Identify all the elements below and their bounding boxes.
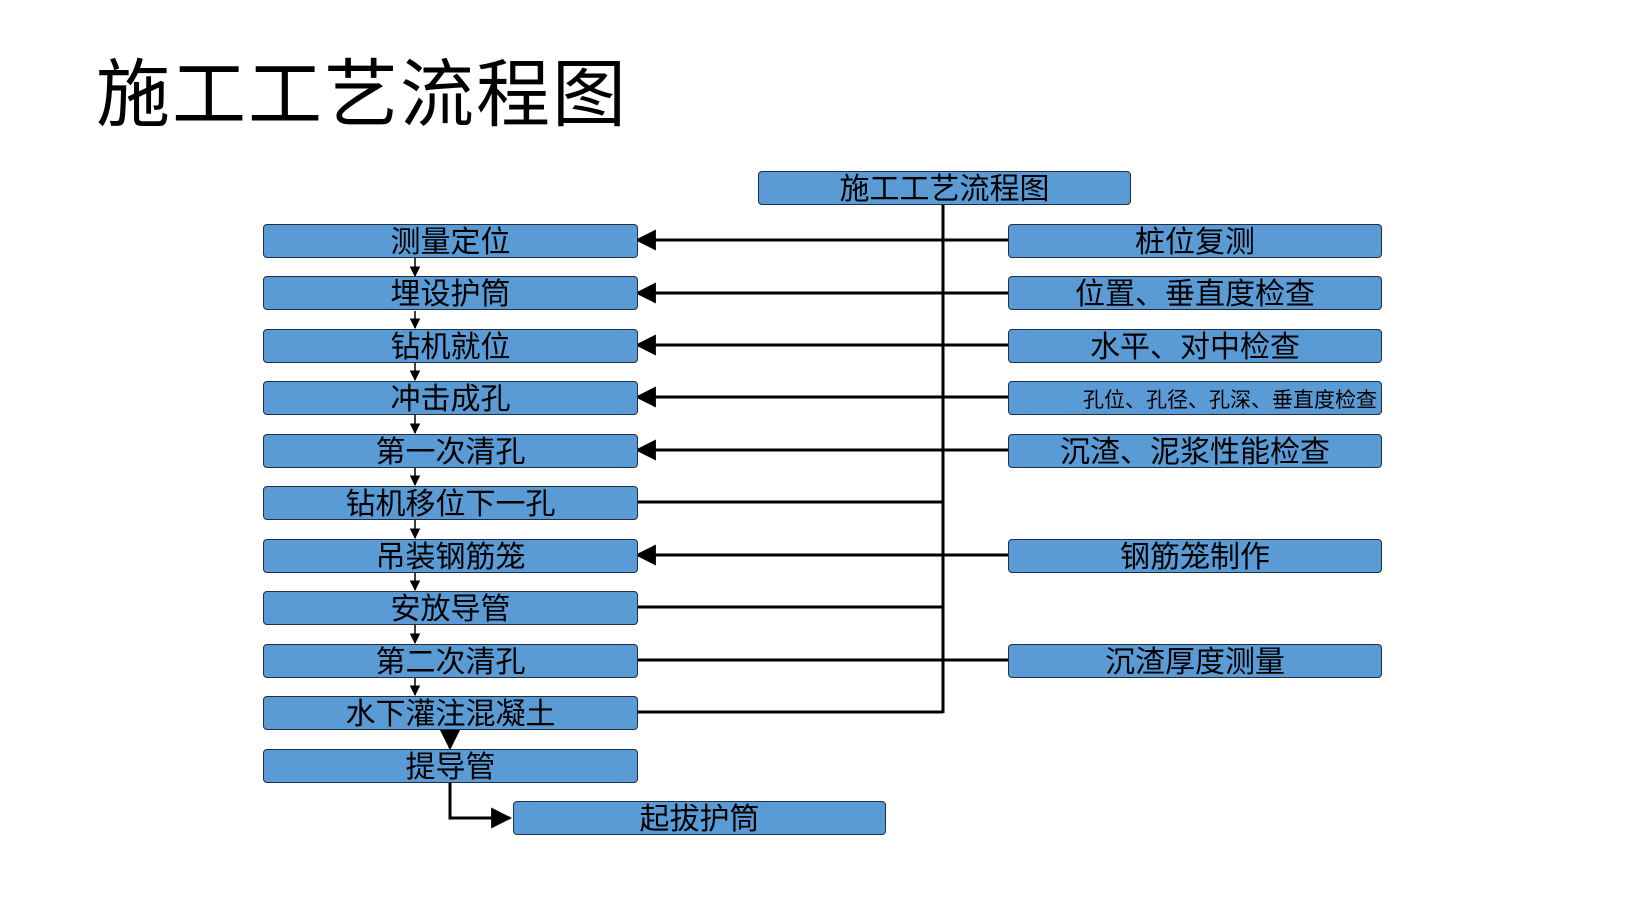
check-box-3: 孔位、孔径、孔深、垂直度检查 <box>1008 381 1382 415</box>
check-box-8: 沉渣厚度测量 <box>1008 644 1382 678</box>
final-step-box: 起拔护筒 <box>513 801 886 835</box>
check-box-0: 桩位复测 <box>1008 224 1382 258</box>
step-box-5: 钻机移位下一孔 <box>263 486 638 520</box>
process-title-box: 施工工艺流程图 <box>758 171 1131 205</box>
check-box-2: 水平、对中检查 <box>1008 329 1382 363</box>
step-box-3: 冲击成孔 <box>263 381 638 415</box>
page-title: 施工工艺流程图 <box>96 52 628 138</box>
step-box-10: 提导管 <box>263 749 638 783</box>
step-box-2: 钻机就位 <box>263 329 638 363</box>
step-box-7: 安放导管 <box>263 591 638 625</box>
check-box-4: 沉渣、泥浆性能检查 <box>1008 434 1382 468</box>
step-box-6: 吊装钢筋笼 <box>263 539 638 573</box>
check-box-1: 位置、垂直度检查 <box>1008 276 1382 310</box>
step-box-0: 测量定位 <box>263 224 638 258</box>
check-box-6: 钢筋笼制作 <box>1008 539 1382 573</box>
step-box-8: 第二次清孔 <box>263 644 638 678</box>
step-box-4: 第一次清孔 <box>263 434 638 468</box>
elbow-to-final-step <box>448 783 513 829</box>
step-box-1: 埋设护筒 <box>263 276 638 310</box>
step-box-9: 水下灌注混凝土 <box>263 696 638 730</box>
